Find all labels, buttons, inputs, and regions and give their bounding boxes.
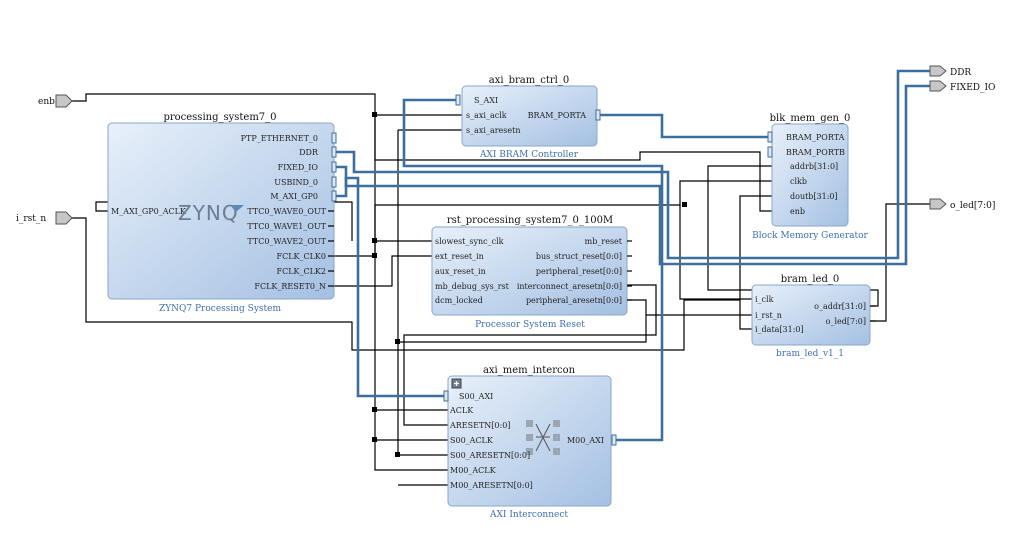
port-i-clk[interactable]: i_clk [755, 295, 774, 304]
block-title: blk_mem_gen_0 [770, 113, 851, 124]
expand-icon[interactable] [451, 378, 462, 389]
port-bram-porta[interactable]: BRAM_PORTA [528, 111, 587, 120]
block-subtitle: AXI Interconnect [489, 510, 568, 520]
bus-interface-icon [767, 146, 773, 158]
bus-interface-icon [443, 390, 449, 402]
port-m00-aresetn[interactable]: M00_ARESETN[0:0] [450, 481, 533, 490]
port-m00-axi[interactable]: M00_AXI [567, 436, 604, 445]
svg-text:ZYNQ: ZYNQ [178, 201, 239, 225]
port-ttc0-wave0-out[interactable]: TTC0_WAVE0_OUT [247, 207, 326, 216]
external-port-enb-label: enb [38, 97, 55, 107]
wire-junctions [372, 112, 687, 457]
block-title: axi_bram_ctrl_0 [489, 75, 569, 86]
external-port-i-rst-n-label: i_rst_n [16, 214, 46, 224]
port-fclk-reset0-n[interactable]: FCLK_RESET0_N [254, 282, 326, 291]
bus-interface-icon [331, 176, 337, 188]
port-s00-axi[interactable]: S00_AXI [459, 392, 493, 401]
bus-interface-icon [331, 190, 337, 202]
block-subtitle: Processor System Reset [475, 320, 585, 330]
port-s-axi-aresetn[interactable]: s_axi_aresetn [466, 126, 520, 135]
port-addrb[interactable]: addrb[31:0] [790, 162, 838, 171]
block-subtitle: AXI BRAM Controller [479, 150, 579, 160]
port-s00-aclk[interactable]: S00_ACLK [450, 436, 494, 445]
port-slowest-sync-clk[interactable]: slowest_sync_clk [435, 237, 504, 246]
port-s-axi[interactable]: S_AXI [474, 96, 498, 105]
rst-ports: slowest_sync_clk ext_reset_in aux_reset_in… [435, 237, 632, 305]
port-aux-reset-in[interactable]: aux_reset_in [435, 267, 486, 276]
intercon-ports: S00_AXI ACLK ARESETN[0:0] S00_ACLK S00_ARESE… [443, 390, 617, 490]
port-o-led[interactable]: o_led[7:0] [826, 317, 866, 326]
external-port-enb[interactable]: enb [38, 94, 73, 108]
port-dcm-locked[interactable]: dcm_locked [435, 296, 483, 305]
port-fclk-clk2[interactable]: FCLK_CLK2 [277, 267, 326, 276]
external-port-ddr-label: DDR [950, 68, 971, 78]
port-m00-aclk[interactable]: M00_ACLK [450, 466, 497, 475]
port-bram-portb[interactable]: BRAM_PORTB [786, 148, 845, 157]
block-title: bram_led_0 [781, 274, 840, 285]
port-ttc0-wave2-out[interactable]: TTC0_WAVE2_OUT [247, 237, 326, 246]
external-port-fixed-io-label: FIXED_IO [950, 83, 995, 93]
crossbar-icon [526, 420, 560, 455]
bram-ctrl-ports: S_AXI s_axi_aclk s_axi_aresetn BRAM_PORTA [455, 94, 601, 135]
port-bus-struct-reset[interactable]: bus_struct_reset[0:0] [536, 252, 622, 261]
port-i-rst-n[interactable]: i_rst_n [755, 311, 782, 320]
external-port-o-led[interactable]: o_led[7:0] [929, 198, 995, 211]
bus-interface-icon [455, 94, 461, 106]
port-mb-debug-sys-rst[interactable]: mb_debug_sys_rst [435, 282, 510, 291]
port-s-axi-aclk[interactable]: s_axi_aclk [466, 111, 507, 120]
blk-mem-ports: BRAM_PORTA BRAM_PORTB addrb[31:0] clkb doutb… [767, 131, 845, 216]
block-rst-processing-system[interactable]: rst_processing_system7_0_100M slowest_sy… [431, 215, 632, 330]
port-fclk-clk0[interactable]: FCLK_CLK0 [277, 252, 326, 261]
external-port-ddr[interactable]: DDR [929, 65, 971, 78]
block-title: processing_system7_0 [163, 112, 276, 123]
port-o-addr[interactable]: o_addr[31:0] [814, 302, 866, 311]
port-ttc0-wave1-out[interactable]: TTC0_WAVE1_OUT [247, 222, 326, 231]
block-subtitle: bram_led_v1_1 [776, 349, 844, 359]
port-interconnect-aresetn[interactable]: interconnect_aresetn[0:0] [517, 282, 622, 291]
port-bram-porta[interactable]: BRAM_PORTA [786, 133, 845, 142]
block-title: axi_mem_intercon [483, 365, 576, 376]
block-subtitle: ZYNQ7 Processing System [159, 304, 282, 314]
bus-interface-icon [767, 131, 773, 143]
block-body [771, 123, 849, 227]
port-s00-aresetn[interactable]: S00_ARESETN[0:0] [450, 451, 530, 460]
block-subtitle: Block Memory Generator [752, 231, 868, 241]
bus-wires [334, 69, 930, 442]
external-port-i-rst-n[interactable]: i_rst_n [16, 211, 73, 225]
block-blk-mem-gen[interactable]: blk_mem_gen_0 BRAM_PORTA BRAM_PORTB addrb[… [752, 113, 868, 241]
port-fixed-io[interactable]: FIXED_IO [278, 163, 319, 172]
port-enb[interactable]: enb [790, 207, 805, 216]
port-aclk[interactable]: ACLK [449, 406, 474, 415]
port-doutb[interactable]: doutb[31:0] [790, 192, 838, 201]
block-processing-system7[interactable]: processing_system7_0 M_AXI_GP0_ACLK ZYNQ… [107, 112, 337, 314]
external-port-o-led-label: o_led[7:0] [950, 201, 995, 211]
block-body [751, 284, 871, 346]
bus-interface-icon [595, 109, 601, 121]
bus-interface-icon [611, 434, 617, 446]
block-bram-led[interactable]: bram_led_0 i_clk i_rst_n i_data[31:0] o_add… [751, 274, 876, 359]
port-mb-reset[interactable]: mb_reset [585, 237, 623, 246]
port-m-axi-gp0-aclk[interactable]: M_AXI_GP0_ACLK [111, 207, 187, 216]
port-i-data[interactable]: i_data[31:0] [755, 325, 804, 334]
block-axi-mem-intercon[interactable]: axi_mem_intercon S00_AXI ACLK ARESETN[0:0]… [443, 365, 617, 520]
port-usbind-0[interactable]: USBIND_0 [274, 178, 318, 187]
port-ptp-ethernet-0[interactable]: PTP_ETHERNET_0 [241, 134, 318, 143]
block-title: rst_processing_system7_0_100M [447, 215, 613, 226]
port-clkb[interactable]: clkb [790, 177, 807, 186]
port-peripheral-reset[interactable]: peripheral_reset[0:0] [536, 267, 622, 276]
port-ddr[interactable]: DDR [299, 148, 319, 157]
bus-interface-icon [331, 161, 337, 173]
external-port-fixed-io[interactable]: FIXED_IO [929, 80, 995, 93]
bus-interface-icon [331, 132, 337, 144]
port-ext-reset-in[interactable]: ext_reset_in [435, 252, 484, 261]
port-m-axi-gp0[interactable]: M_AXI_GP0 [270, 192, 318, 201]
bus-interface-icon [331, 146, 337, 158]
bram-led-ports: i_clk i_rst_n i_data[31:0] o_addr[31:0] o_le… [755, 295, 876, 334]
block-axi-bram-ctrl[interactable]: axi_bram_ctrl_0 S_AXI s_axi_aclk s_axi_are… [455, 75, 601, 160]
port-aresetn[interactable]: ARESETN[0:0] [449, 421, 510, 430]
port-peripheral-aresetn[interactable]: peripheral_aresetn[0:0] [526, 296, 622, 305]
zynq-logo: ZYNQ [178, 201, 244, 225]
